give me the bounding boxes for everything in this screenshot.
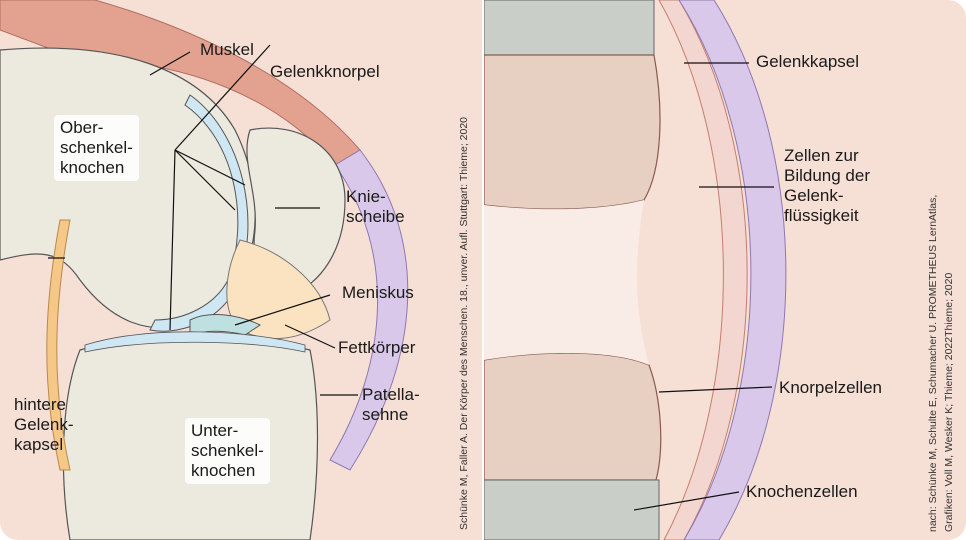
cartilage-bottom-shape	[484, 353, 661, 480]
label-muskel: Muskel	[200, 40, 254, 60]
joint-space-shape	[484, 200, 649, 365]
bone-top-shape	[484, 0, 654, 55]
credit-right-line2: Grafiken: Voll M, Wesker K; Thieme; 2022…	[943, 273, 955, 532]
cartilage-top-shape	[484, 55, 660, 209]
credit-left: Schünke M, Faller A. Der Körper des Mens…	[458, 117, 470, 530]
label-kniescheibe: Knie- scheibe	[346, 187, 405, 227]
joint-detail-illustration	[484, 0, 966, 540]
label-meniskus: Meniskus	[342, 283, 414, 303]
knee-joint-panel: Muskel Gelenkknorpel Ober- schenkel- kno…	[0, 0, 482, 540]
label-unterschenkelknochen: Unter- schenkel- knochen	[185, 418, 270, 484]
label-oberschenkelknochen: Ober- schenkel- knochen	[54, 115, 139, 181]
femur-shape	[0, 48, 255, 328]
joint-detail-panel: Gelenkkapsel Zellen zur Bildung der Gele…	[484, 0, 966, 540]
label-knochenzellen: Knochenzellen	[746, 482, 858, 502]
bone-bottom-shape	[484, 480, 659, 540]
label-fettkoerper: Fettkörper	[338, 338, 415, 358]
label-gelenkknorpel: Gelenkknorpel	[270, 62, 380, 82]
credit-right-line1: nach: Schünke M, Schulte E, Schumacher U…	[927, 195, 939, 532]
label-gelenkkapsel: Gelenkkapsel	[756, 52, 859, 72]
label-zellen-gelenkfluessigkeit: Zellen zur Bildung der Gelenk- flüssigke…	[784, 146, 870, 226]
label-patellasehne: Patella- sehne	[362, 385, 420, 425]
label-knorpelzellen: Knorpelzellen	[779, 378, 882, 398]
label-hintere-gelenkkapsel: hintere Gelenk- kapsel	[14, 395, 74, 455]
